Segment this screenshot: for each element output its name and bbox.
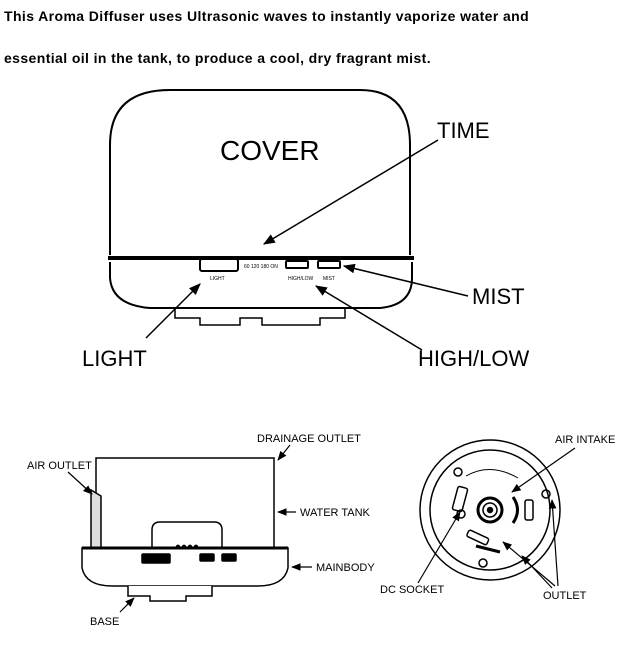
- dc-socket-label: DC SOCKET: [380, 584, 444, 596]
- outlet-hole: [453, 467, 463, 477]
- outlet-hole: [541, 489, 551, 499]
- diffuser-body-outline: [109, 262, 413, 309]
- bottom-view: [419, 439, 561, 581]
- front-view-leaders: [145, 139, 469, 351]
- timer-marks: 60 120 180 ON: [244, 264, 278, 270]
- drainage-outlet-label: DRAINAGE OUTLET: [257, 433, 361, 445]
- front-view: [108, 89, 414, 326]
- side-light-button: [141, 553, 171, 564]
- side-view-leaders: [67, 444, 312, 613]
- base-outer-ring: [419, 439, 561, 581]
- light-leader: [145, 283, 201, 339]
- high-low-button: [285, 260, 309, 269]
- high-low-leader: [314, 285, 423, 351]
- dc-socket: [451, 485, 469, 513]
- side-high-low-button: [199, 553, 215, 562]
- water-tank-label: WATER TANK: [300, 507, 371, 519]
- bottom-view-leaders: [417, 447, 576, 589]
- button-label-light: LIGHT: [210, 276, 225, 282]
- intro-line-2: essential oil in the tank, to produce a …: [4, 50, 432, 66]
- intro-line-1: This Aroma Diffuser uses Ultrasonic wave…: [4, 8, 530, 24]
- mainbody-outline: [81, 547, 289, 587]
- water-tank-outline: [95, 457, 275, 551]
- cover-label: COVER: [220, 135, 320, 166]
- diffuser-cover-outline: [109, 89, 411, 255]
- tank-inner-tower: [151, 521, 223, 548]
- mist-label: MIST: [472, 284, 525, 309]
- mist-leader: [342, 263, 469, 297]
- time-label: TIME: [437, 118, 490, 143]
- time-leader: [262, 139, 439, 245]
- outlet-label: OUTLET: [543, 590, 587, 602]
- center-hub: [476, 496, 504, 524]
- light-label: LIGHT: [82, 346, 147, 371]
- light-button: [199, 258, 239, 272]
- base-inner-ring: [429, 449, 551, 571]
- diffuser-foot: [174, 308, 346, 326]
- base-label: BASE: [90, 616, 119, 628]
- air-intake-curve: [465, 469, 519, 479]
- button-label-mist: MIST: [323, 276, 335, 282]
- side-mist-button: [221, 553, 237, 562]
- outlet-hole: [478, 558, 488, 568]
- air-intake-label: AIR INTAKE: [555, 434, 615, 446]
- base-foot: [127, 586, 213, 602]
- air-outlet-tab: [90, 488, 102, 549]
- mist-button: [317, 260, 341, 269]
- air-outlet-label: AIR OUTLET: [27, 460, 92, 472]
- button-label-high-low: HIGH/LOW: [288, 276, 314, 282]
- high-low-label: HIGH/LOW: [418, 346, 529, 371]
- side-view: [81, 457, 289, 602]
- mainbody-label: MAINBODY: [316, 562, 375, 574]
